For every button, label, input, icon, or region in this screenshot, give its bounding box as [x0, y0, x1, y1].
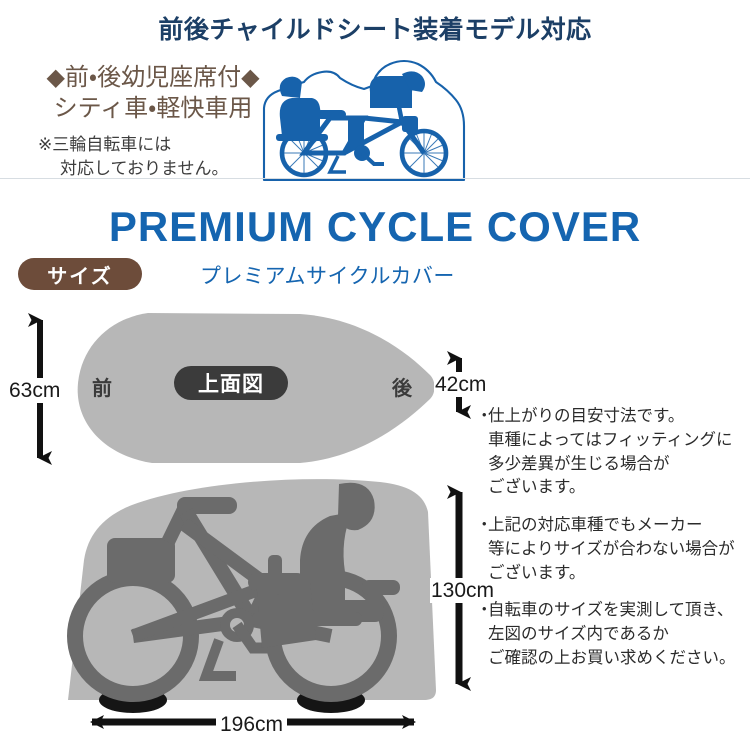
note-line: 車種によってはフィッティングに [488, 430, 733, 449]
intro-note-line-2: 対応しておりません。 [60, 158, 229, 178]
section-divider [0, 178, 750, 179]
header-title: 前後チャイルドシート装着モデル対応 [158, 16, 592, 44]
note-item: ・仕上がりの目安寸法です。車種によってはフィッティングに多少差異が生じる場合がご… [476, 405, 750, 500]
note-line: 多少差異が生じる場合が [488, 454, 670, 473]
note-line: 仕上がりの目安寸法です。 [488, 407, 685, 425]
size-badge: サイズ [18, 258, 142, 290]
intro-line-2: シティ車・軽快車用 [53, 95, 253, 123]
note-bullet: ・ [476, 516, 493, 534]
note-item: ・自転車のサイズを実測して頂き、左図のサイズ内であるかご確認の上お買い求めくださ… [476, 599, 750, 670]
dimension-label-130cm: 130cm [430, 578, 496, 603]
bicycle-with-child-seats-icon [252, 56, 482, 182]
note-line: 左図のサイズ内であるか [488, 625, 669, 643]
page-subtitle: プレミアムサイクルカバー [200, 265, 455, 288]
dimension-label-42cm: 42cm [434, 372, 488, 397]
note-bullet: ・ [476, 407, 493, 425]
note-bullet: ・ [476, 601, 493, 620]
note-line: 上記の対応車種でもメーカー [488, 516, 703, 534]
direction-label-front: 前 [92, 378, 112, 400]
notes-list: ・仕上がりの目安寸法です。車種によってはフィッティングに多少差異が生じる場合がご… [476, 405, 750, 685]
note-line: 自転車のサイズを実測して頂き、 [488, 601, 734, 620]
intro-note: ※三輪自転車には 対応しておりません。 [22, 133, 284, 180]
intro-note-line-1: ※三輪自転車には [38, 135, 172, 155]
note-line: ございます。 [488, 563, 586, 582]
page-title: PREMIUM CYCLE COVER [108, 203, 642, 250]
direction-label-rear: 後 [392, 378, 412, 400]
intro-text-block: ◆前・後幼児座席付◆ シティ車・軽快車用 ※三輪自転車には 対応しておりません。 [22, 62, 284, 180]
note-line: 等によりサイズが合わない場合が [488, 539, 735, 558]
dimension-label-63cm: 63cm [8, 378, 62, 403]
dimension-label-196cm: 196cm [216, 713, 288, 736]
bicycle-side-silhouette [67, 482, 400, 702]
intro-line-1: ◆前・後幼児座席付◆ [46, 64, 260, 91]
top-view-badge: 上面図 [174, 366, 288, 400]
note-line: ご確認の上お買い求めください。 [488, 648, 736, 667]
note-item: ・上記の対応車種でもメーカー等によりサイズが合わない場合がございます。 [476, 514, 750, 585]
note-line: ございます。 [488, 478, 586, 497]
